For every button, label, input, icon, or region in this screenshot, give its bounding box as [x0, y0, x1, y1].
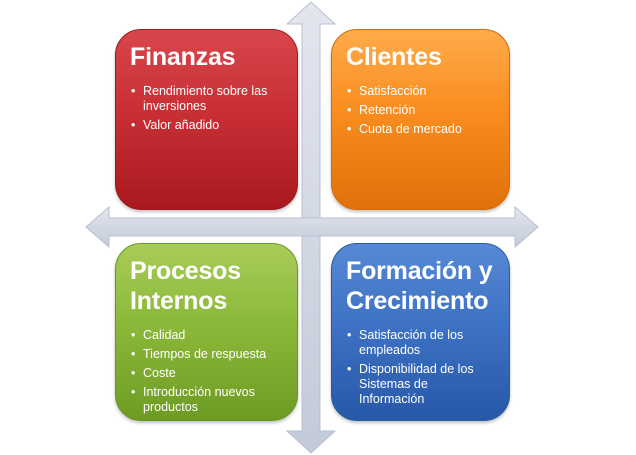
quadrant-list: • Calidad • Tiempos de respuesta • Coste • I…: [130, 328, 283, 415]
quadrant-list: • Satisfacción de los empleados • Disponib…: [346, 328, 495, 407]
list-item: • Cuota de mercado: [346, 122, 495, 137]
bullet-icon: •: [131, 385, 136, 399]
quadrant-finanzas: Finanzas • Rendimiento sobre las inversio…: [115, 29, 298, 210]
list-item-text: Calidad: [143, 328, 186, 342]
list-item: • Introducción nuevos productos: [130, 385, 283, 415]
list-item: • Coste: [130, 366, 283, 381]
quadrant-list: • Rendimiento sobre las inversiones • Valo…: [130, 84, 283, 133]
list-item: • Retención: [346, 103, 495, 118]
list-item-text: Satisfacción: [359, 84, 427, 98]
list-item-text: Coste: [143, 366, 176, 380]
list-item: • Satisfacción de los empleados: [346, 328, 495, 358]
bullet-icon: •: [347, 84, 352, 98]
list-item-text: Retención: [359, 103, 416, 117]
list-item: • Rendimiento sobre las inversiones: [130, 84, 283, 114]
list-item-text: Disponibilidad de los Sistemas de Inform…: [359, 362, 474, 406]
bullet-icon: •: [347, 328, 352, 342]
bullet-icon: •: [347, 362, 352, 376]
bullet-icon: •: [347, 103, 352, 117]
bullet-icon: •: [131, 84, 136, 98]
quadrant-title: Procesos Internos: [130, 257, 241, 315]
quadrant-title: Finanzas: [130, 43, 236, 71]
quadrant-title: Formación y Crecimiento: [346, 257, 493, 315]
list-item-text: Introducción nuevos productos: [143, 385, 255, 414]
bullet-icon: •: [131, 366, 136, 380]
quadrant-list: • Satisfacción • Retención • Cuota de merca…: [346, 84, 495, 137]
list-item: • Valor añadido: [130, 118, 283, 133]
list-item-text: Rendimiento sobre las inversiones: [143, 84, 268, 113]
quadrant-clientes: Clientes • Satisfacción • Retención • Cuota…: [331, 29, 510, 210]
list-item-text: Satisfacción de los empleados: [359, 328, 464, 357]
bullet-icon: •: [131, 347, 136, 361]
quadrant-title: Clientes: [346, 43, 442, 71]
list-item-text: Tiempos de respuesta: [143, 347, 267, 361]
list-item: • Calidad: [130, 328, 283, 343]
quadrant-procesos-internos: Procesos Internos • Calidad • Tiempos de r…: [115, 243, 298, 421]
quadrant-formacion-crecimiento: Formación y Crecimiento • Satisfacción de…: [331, 243, 510, 421]
list-item-text: Valor añadido: [143, 118, 220, 132]
list-item: • Disponibilidad de los Sistemas de Infor…: [346, 362, 495, 407]
list-item-text: Cuota de mercado: [359, 122, 462, 136]
list-item: • Tiempos de respuesta: [130, 347, 283, 362]
bullet-icon: •: [131, 328, 136, 342]
horizontal-double-arrow: [85, 205, 539, 249]
bullet-icon: •: [131, 118, 136, 132]
list-item: • Satisfacción: [346, 84, 495, 99]
bullet-icon: •: [347, 122, 352, 136]
